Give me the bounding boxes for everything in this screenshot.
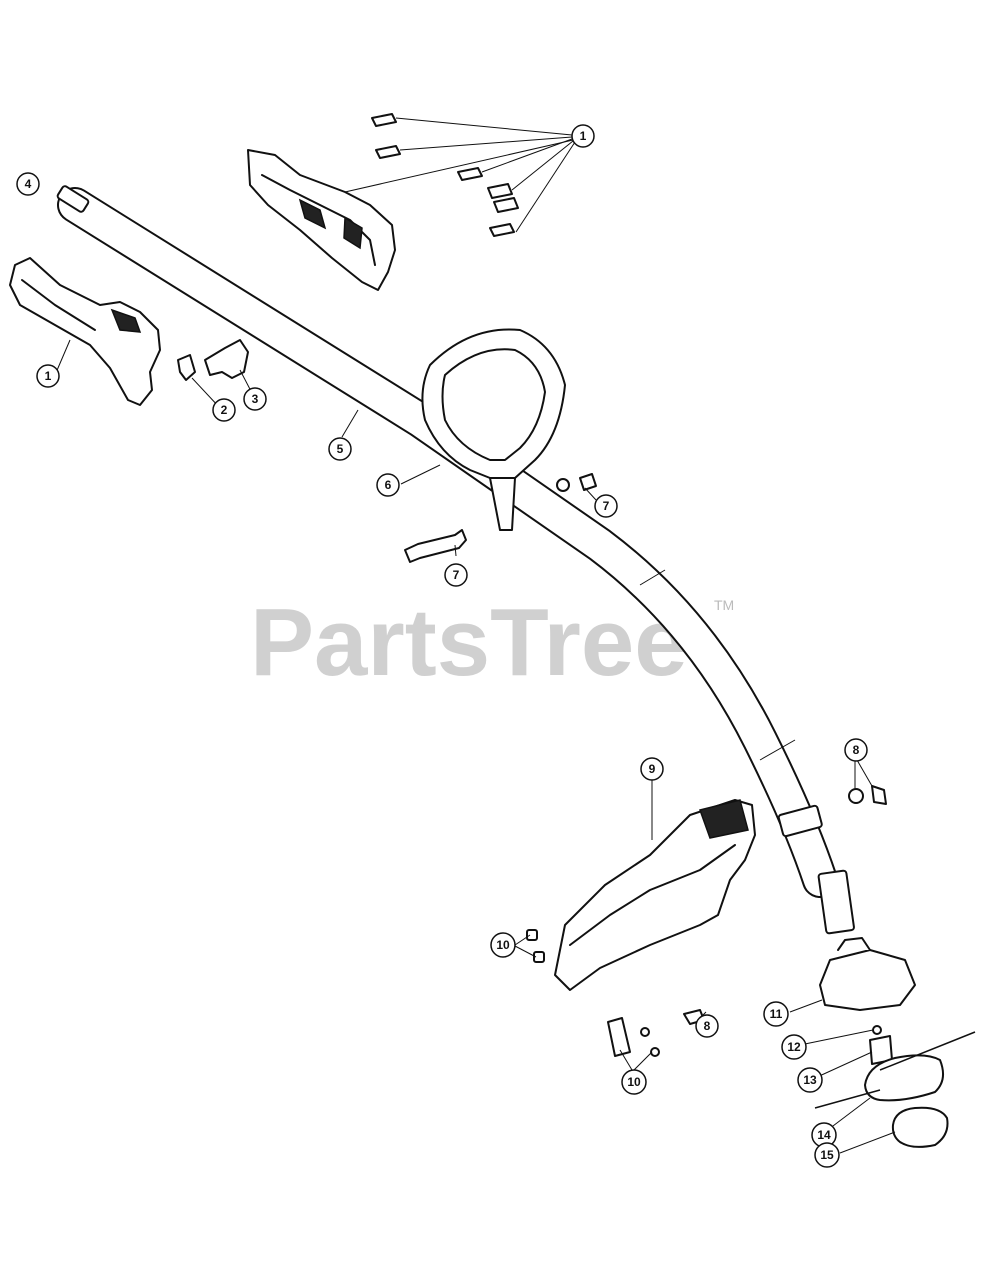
trigger xyxy=(177,354,221,409)
callout-4: 4 xyxy=(16,172,40,196)
callout-9: 9 xyxy=(640,757,664,781)
callout-label: 15 xyxy=(820,1148,834,1162)
callout-label: 4 xyxy=(25,177,32,191)
housing-screws-lower xyxy=(514,929,545,963)
handle-nut xyxy=(556,473,597,501)
callout-label: 1 xyxy=(580,129,587,143)
callout-10-top: 10 xyxy=(490,932,516,958)
callout-1-top: 1 xyxy=(571,124,595,148)
callout-label: 12 xyxy=(787,1040,801,1054)
callout-label: 9 xyxy=(649,762,656,776)
callout-8-right: 8 xyxy=(844,738,868,762)
callout-label: 14 xyxy=(817,1128,831,1142)
callout-7-right: 7 xyxy=(594,494,618,518)
brush-plate xyxy=(607,1017,660,1071)
rear-handle xyxy=(9,257,161,406)
callout-3: 3 xyxy=(243,387,267,411)
handle-bolt xyxy=(404,529,467,563)
callout-label: 2 xyxy=(221,403,228,417)
watermark-tm: TM xyxy=(714,597,734,613)
motor-housing xyxy=(554,778,756,991)
callout-label: 10 xyxy=(627,1075,641,1089)
callout-label: 7 xyxy=(453,568,460,582)
callout-label: 11 xyxy=(770,1007,783,1021)
spool-spring xyxy=(799,1025,882,1046)
callout-10-bottom: 10 xyxy=(621,1069,647,1095)
callout-7-bolt: 7 xyxy=(444,563,468,587)
callout-12: 12 xyxy=(781,1034,807,1060)
callout-label: 3 xyxy=(252,392,259,406)
callout-label: 1 xyxy=(45,369,52,383)
callout-label: 13 xyxy=(803,1073,817,1087)
callout-label: 6 xyxy=(385,478,392,492)
bump-knob xyxy=(839,1106,949,1154)
callout-2: 2 xyxy=(212,398,236,422)
spool-housing xyxy=(789,937,916,1013)
callout-label: 10 xyxy=(496,938,510,952)
callout-label: 5 xyxy=(337,442,344,456)
watermark-text: PartsTree xyxy=(250,589,688,696)
callout-1-left: 1 xyxy=(36,364,60,388)
callout-6: 6 xyxy=(376,473,400,497)
callout-label: 8 xyxy=(704,1019,711,1033)
callout-8-bottom: 8 xyxy=(695,1014,719,1038)
callout-label: 8 xyxy=(853,743,860,757)
callout-5: 5 xyxy=(328,437,352,461)
callout-14: 14 xyxy=(811,1122,837,1148)
callout-label: 7 xyxy=(603,499,610,513)
callout-15: 15 xyxy=(814,1142,840,1168)
upper-housing-half xyxy=(247,149,396,291)
shaft-end-pin xyxy=(56,185,90,213)
clamp-hardware xyxy=(777,759,887,838)
housing-screws xyxy=(344,113,576,237)
lock-off-button xyxy=(204,339,254,396)
callout-11: 11 xyxy=(763,1001,789,1027)
callout-13: 13 xyxy=(797,1067,823,1093)
line-spool xyxy=(814,1031,976,1133)
auxiliary-handle xyxy=(400,328,566,531)
